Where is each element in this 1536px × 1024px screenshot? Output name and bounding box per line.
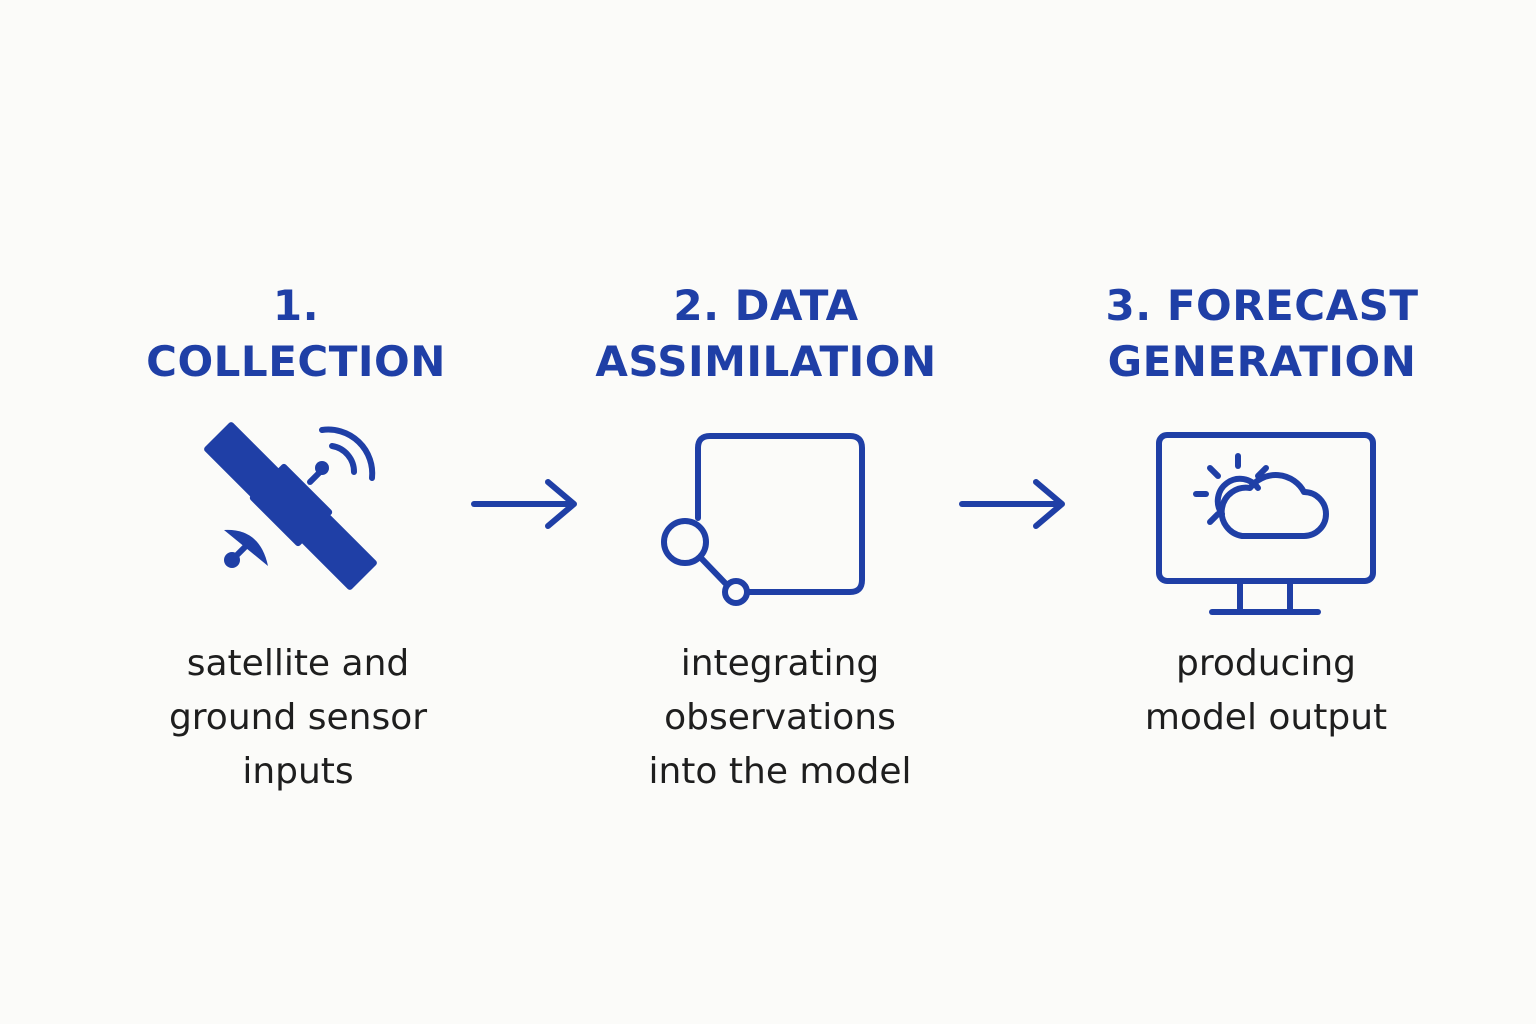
step-2-description: integrating observations into the model (648, 643, 912, 792)
monitor-weather-icon (1156, 432, 1376, 615)
step-2-title: 2. DATA ASSIMILATION (595, 281, 937, 386)
step-1-description: satellite and ground sensor inputs (168, 643, 428, 792)
node-square-icon (661, 433, 865, 606)
satellite-icon (204, 422, 377, 590)
arrow-right-icon (471, 479, 577, 529)
step-3-title: 3. FORECAST GENERATION (1105, 281, 1419, 386)
arrow-right-icon (959, 479, 1065, 529)
step-3-description: producing model output (1144, 643, 1388, 738)
step-1-title: 1. COLLECTION (146, 281, 446, 386)
